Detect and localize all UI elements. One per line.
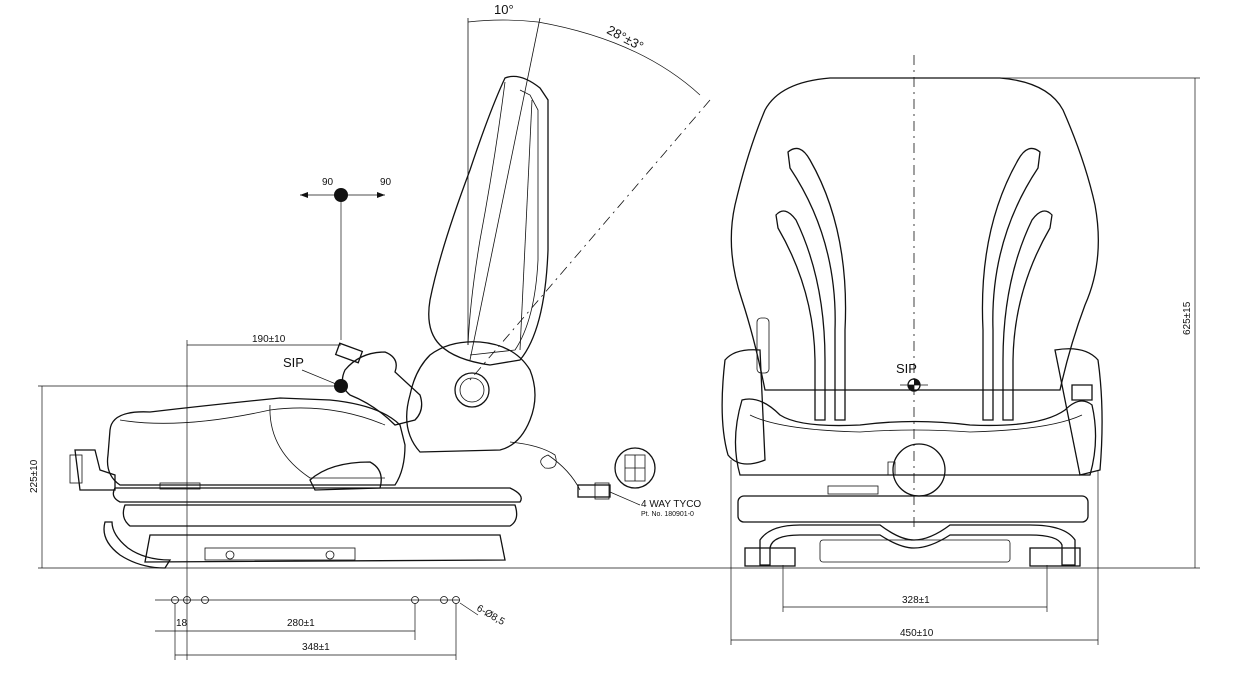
angle-28-label: 28°±3° (604, 22, 646, 54)
dim-450-label: 450±10 (900, 628, 934, 639)
seat-belt-buckle (341, 351, 423, 426)
connector-leader (609, 491, 641, 506)
front-sip-quadrant-1 (914, 379, 920, 385)
rail-bolt-1 (225, 550, 235, 560)
recline-knob-outer (454, 372, 490, 408)
rail-bolt-2 (325, 550, 335, 560)
seat-base-plate (112, 487, 522, 503)
connector-face-circle (614, 447, 656, 489)
front-cushion-inner (749, 414, 1083, 433)
connector-part-label: Pt. No. 180901-0 (641, 511, 694, 518)
swivel-left-label: 90 (322, 177, 334, 188)
sip-label: SIP (283, 355, 304, 370)
angle-10-arc (467, 19, 539, 23)
angle-10-label: 10° (494, 2, 514, 17)
connector-name-label: 4 WAY TYCO (641, 499, 701, 510)
dim-348-label: 348±1 (302, 642, 330, 653)
seat-cushion (106, 397, 406, 486)
rail-clip (159, 482, 201, 490)
suspension-bottom (144, 534, 506, 563)
front-sip-label: SIP (896, 361, 917, 376)
backrest-groove-right-inner (1002, 210, 1053, 421)
front-bracket (74, 449, 116, 491)
side-armrest-right (1054, 348, 1103, 476)
dim-280-label: 280±1 (287, 618, 315, 629)
front-bracket-plate (69, 454, 83, 484)
seat-side-panel (269, 404, 385, 479)
swivel-left-arrow (300, 192, 308, 198)
backrest-groove-left-inner (775, 210, 826, 421)
front-lower-frame (759, 524, 1076, 566)
mount-hole-5 (440, 596, 448, 604)
belt-anchor-right (1071, 384, 1093, 401)
mount-hole-3 (201, 596, 209, 604)
electrical-cable (509, 441, 581, 491)
backrest-inner-edge (469, 89, 539, 356)
connector-plug (577, 484, 611, 498)
angle-28-arc (537, 21, 701, 96)
front-foot-left (744, 547, 796, 567)
side-lever-left (756, 317, 770, 374)
swivel-right-arrow (377, 192, 385, 198)
side-armrest-left (721, 349, 766, 465)
weight-adjust-knob (892, 443, 946, 497)
front-backrest-outline (730, 77, 1099, 391)
backrest-rib-line (519, 99, 533, 351)
backrest-groove-right-outer (981, 147, 1041, 421)
front-suspension-box (819, 539, 1011, 563)
holes-leader (459, 602, 479, 616)
dim-328-label: 328±1 (902, 595, 930, 606)
backrest-side-panel (467, 81, 506, 346)
front-sip-quadrant-2 (908, 385, 914, 391)
seat-adjust-lever (309, 461, 382, 491)
connector-body (594, 482, 610, 500)
front-base-label-plate (827, 485, 879, 495)
front-foot-right (1029, 547, 1081, 567)
suspension-handle (103, 521, 172, 569)
dim-625-label: 625±15 (1182, 301, 1193, 335)
side-view: 10° 28°±3° 90 90 SIP (29, 2, 1200, 660)
swivel-center-dot (334, 188, 348, 202)
front-seat-base (737, 495, 1089, 523)
sip-leader-line (301, 369, 337, 385)
backrest-groove-left-outer (787, 147, 847, 421)
dim-190-label: 190±10 (252, 334, 286, 345)
dim-225-label: 225±10 (29, 459, 40, 493)
belt-clip (334, 342, 364, 364)
front-seat-cushion (734, 398, 1097, 476)
dim-18-label: 18 (176, 618, 188, 629)
swivel-right-label: 90 (380, 177, 392, 188)
recline-knob-inner (459, 377, 485, 403)
hinge-housing (406, 341, 536, 453)
holes-label: 6-Ø8,5 (475, 603, 507, 628)
backrest-axis-line (469, 17, 541, 361)
recline-axis-line (469, 99, 711, 381)
front-view: SIP 625±15 328±1 450±10 (721, 55, 1200, 645)
knob-handle (887, 461, 896, 476)
suspension-top (122, 504, 518, 527)
mount-hole-2 (183, 596, 191, 604)
slide-rail (204, 547, 356, 561)
backrest-outline (428, 75, 549, 366)
